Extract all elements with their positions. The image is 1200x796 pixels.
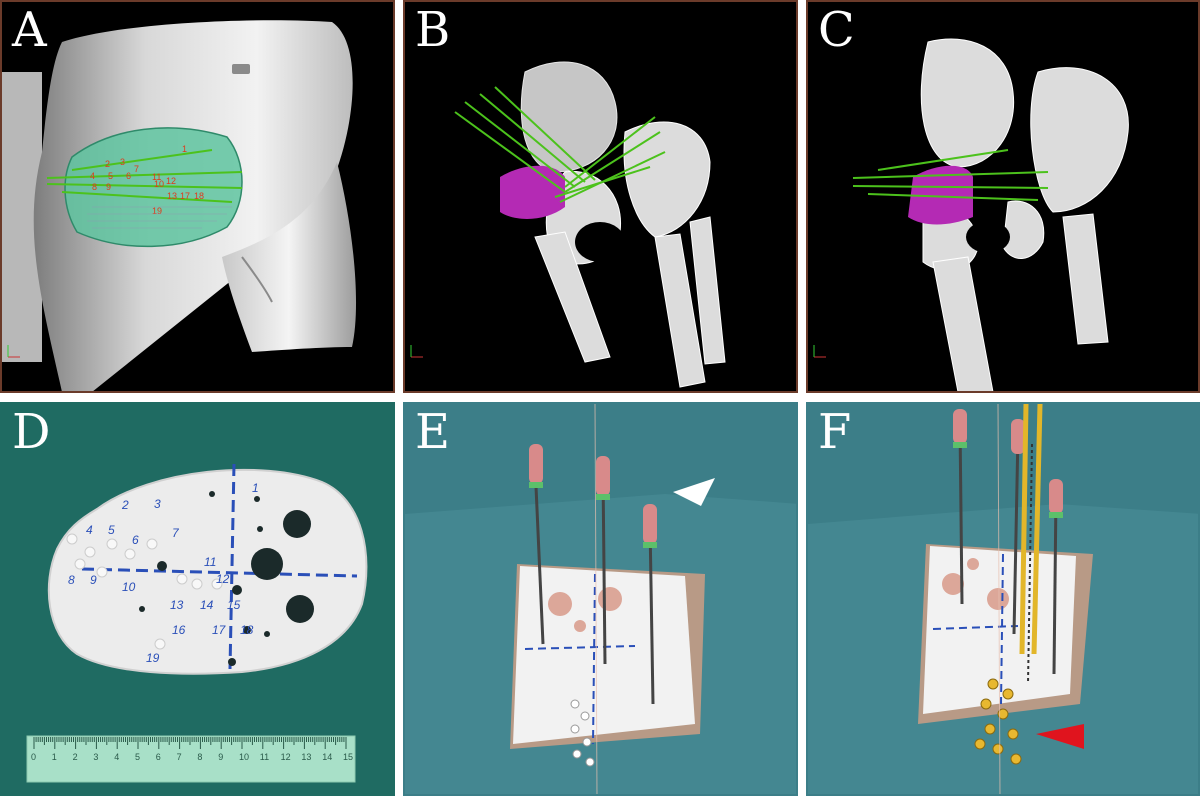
red-arrowhead-marker — [1036, 724, 1084, 749]
hole-number: 16 — [172, 623, 186, 637]
axis-indicator — [7, 345, 20, 358]
catheters — [570, 699, 595, 767]
panel-label: C — [818, 2, 855, 58]
hole-number: 8 — [68, 573, 75, 587]
svg-text:10: 10 — [154, 179, 164, 189]
ruler-tick-label: 2 — [73, 752, 78, 762]
ruler-tick-label: 6 — [156, 752, 161, 762]
needles — [529, 444, 657, 705]
pelvis-bones — [920, 38, 1129, 391]
template-overlay — [64, 127, 243, 248]
hole-number: 9 — [90, 573, 97, 587]
svg-text:11: 11 — [152, 172, 161, 182]
template-photo: 1 2 3 4 5 6 7 8 9 10 11 12 13 14 15 16 1… — [26, 463, 368, 783]
svg-text:3: 3 — [120, 157, 125, 167]
svg-text:2: 2 — [105, 159, 110, 169]
template-plate — [47, 468, 368, 675]
hole-number: 7 — [172, 526, 180, 540]
panel-label: D — [12, 404, 51, 460]
ruler-tick-label: 0 — [31, 752, 36, 762]
needle-paths — [454, 86, 666, 203]
hole-number: 2 — [121, 498, 129, 512]
tumor-target — [500, 165, 565, 219]
panel-e: E — [403, 402, 798, 796]
hole-number: 1 — [252, 481, 259, 495]
ruler-tick-label: 13 — [301, 752, 311, 762]
ruler-tick-label: 1 — [52, 752, 57, 762]
template-axes — [932, 553, 1019, 705]
patient-photo-f — [808, 404, 1198, 794]
svg-text:19: 19 — [152, 206, 162, 216]
panel-f: F — [806, 402, 1200, 796]
hole-number: 19 — [146, 651, 160, 665]
panel-label: B — [415, 2, 451, 58]
ruler-tick-label: 11 — [260, 752, 269, 762]
pelvis-render-alt — [813, 38, 1129, 391]
hole-number: 17 — [212, 623, 227, 637]
panel-label: F — [818, 404, 852, 460]
svg-text:7: 7 — [134, 164, 139, 174]
ruler-tick-label: 7 — [177, 752, 182, 762]
hole-number: 13 — [170, 598, 184, 612]
ruler-tick-label: 4 — [114, 752, 119, 762]
ruler-tick-label: 12 — [281, 752, 291, 762]
hole-number: 15 — [227, 598, 241, 612]
ruler-tick-label: 14 — [322, 752, 332, 762]
hole-number: 5 — [108, 523, 115, 537]
svg-text:6: 6 — [126, 171, 131, 181]
tumor-target — [908, 165, 973, 225]
hole-number: 3 — [154, 497, 161, 511]
svg-text:17: 17 — [180, 191, 190, 201]
hole-number: 18 — [240, 623, 254, 637]
hole-number: 10 — [122, 580, 136, 594]
svg-text:1: 1 — [182, 144, 187, 154]
svg-text:12: 12 — [166, 176, 176, 186]
template-axes — [524, 573, 636, 745]
thigh-surface — [222, 162, 357, 352]
hole-number: 14 — [200, 598, 214, 612]
hole-number: 12 — [216, 572, 230, 586]
needles — [953, 404, 1063, 685]
axis-indicator — [410, 345, 423, 358]
pelvis-bones — [520, 61, 726, 388]
patient-photo-e — [405, 404, 796, 794]
navel-hint — [232, 64, 250, 74]
template-axes — [81, 463, 358, 670]
panel-d: 1 2 3 4 5 6 7 8 9 10 11 12 13 14 15 16 1… — [0, 402, 395, 796]
obturator-foramen — [575, 222, 625, 262]
pelvis-render — [410, 61, 726, 388]
needle-paths — [46, 149, 243, 203]
panel-c: C — [806, 0, 1200, 393]
ruler-tick-label: 10 — [239, 752, 249, 762]
white-arrowhead-marker — [673, 478, 715, 506]
panel-label: E — [415, 404, 451, 460]
needle-paths — [852, 149, 1049, 201]
svg-text:18: 18 — [194, 191, 204, 201]
panel-b: B — [403, 0, 798, 393]
hole-number: 11 — [204, 555, 216, 569]
svg-text:9: 9 — [106, 182, 111, 192]
ruler-tick-label: 15 — [343, 752, 353, 762]
hole-number: 4 — [86, 523, 93, 537]
svg-text:5: 5 — [108, 171, 113, 181]
hole-number: 6 — [132, 533, 139, 547]
panel-label: A — [12, 2, 47, 58]
ruler-tick-label: 5 — [135, 752, 140, 762]
svg-text:4: 4 — [90, 171, 95, 181]
svg-text:13: 13 — [167, 191, 177, 201]
obturator-foramen — [966, 221, 1010, 253]
ruler-tick-label: 3 — [93, 752, 98, 762]
axis-indicator — [813, 345, 826, 358]
ruler-tick-label: 8 — [197, 752, 202, 762]
hole-number-labels: 1 2 3 4 5 6 7 8 9 10 11 12 13 14 15 16 1… — [68, 481, 259, 665]
inserted-catheters — [66, 533, 223, 650]
template-holes — [139, 491, 314, 666]
catheter-caps — [974, 678, 1022, 765]
svg-text:8: 8 — [92, 182, 97, 192]
ruler-tick-label: 9 — [218, 752, 223, 762]
